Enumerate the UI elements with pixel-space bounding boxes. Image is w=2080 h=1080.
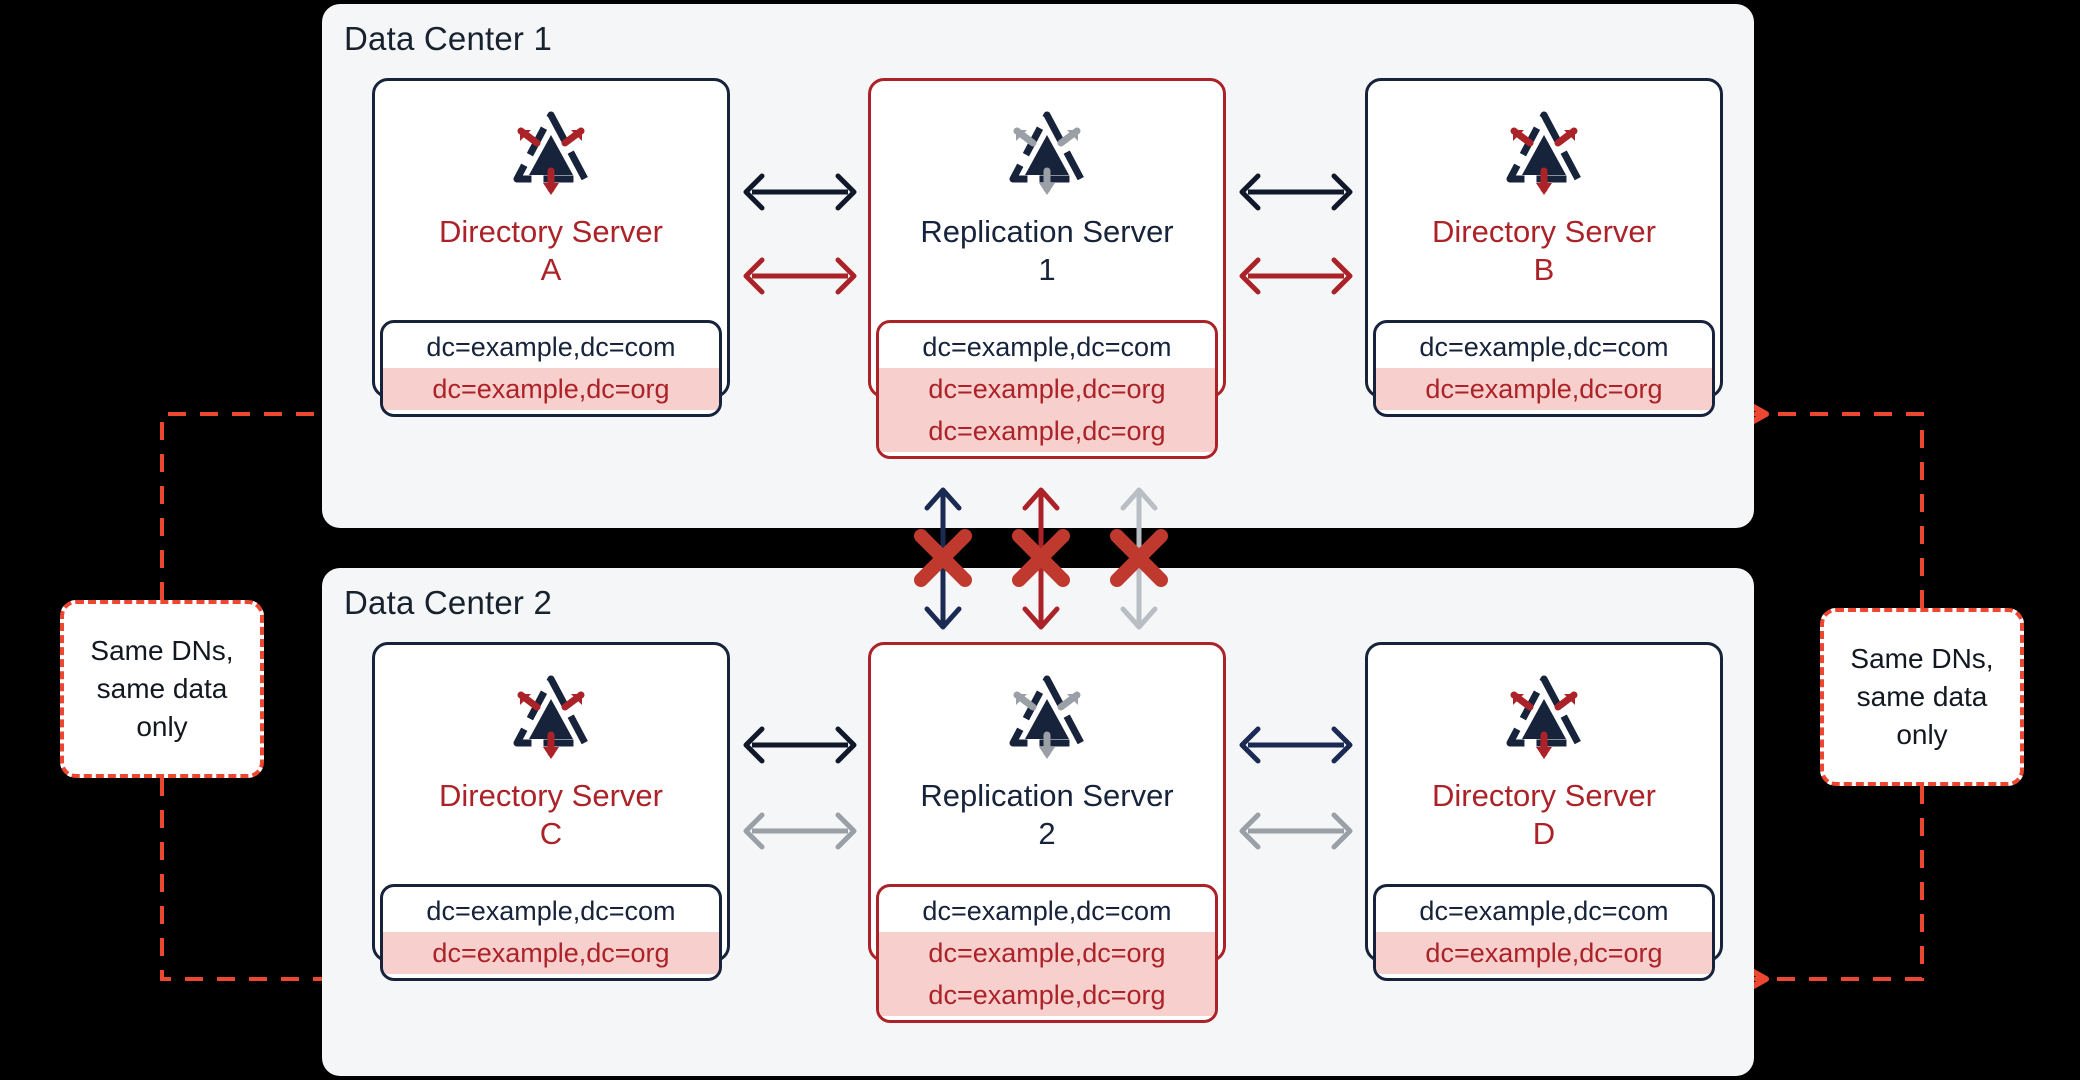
suffix-list-directory-server-d: dc=example,dc=com dc=example,dc=org	[1373, 884, 1715, 981]
note-same-dns-right: Same DNs, same data only	[1820, 608, 2024, 786]
data-center-1-panel: Data Center 1 Directory Server A	[322, 4, 1754, 528]
suffix-item: dc=example,dc=com	[922, 896, 1172, 926]
suffix-item: dc=example,dc=com	[426, 332, 676, 362]
suffix-list-replication-server-1: dc=example,dc=com dc=example,dc=org dc=e…	[876, 320, 1218, 459]
suffix-item: dc=example,dc=com	[922, 332, 1172, 362]
replication-triangle-icon	[1496, 109, 1592, 195]
server-name-replication-server-1: Replication Server 1	[920, 214, 1174, 287]
suffix-item: dc=example,dc=com	[426, 896, 676, 926]
data-center-1-title: Data Center 1	[344, 20, 553, 57]
replication-triangle-icon	[1496, 673, 1592, 759]
replication-triangle-icon	[999, 673, 1095, 759]
suffix-item-highlighted: dc=example,dc=org	[383, 932, 719, 974]
suffix-item: dc=example,dc=com	[1419, 332, 1669, 362]
server-name-directory-server-d: Directory Server D	[1432, 778, 1656, 851]
suffix-list-directory-server-c: dc=example,dc=com dc=example,dc=org	[380, 884, 722, 981]
replication-triangle-icon	[999, 109, 1095, 195]
server-name-directory-server-b: Directory Server B	[1432, 214, 1656, 287]
suffix-list-directory-server-b: dc=example,dc=com dc=example,dc=org	[1373, 320, 1715, 417]
suffix-list-replication-server-2: dc=example,dc=com dc=example,dc=org dc=e…	[876, 884, 1218, 1023]
replication-triangle-icon	[503, 109, 599, 195]
suffix-item-highlighted: dc=example,dc=org	[1376, 932, 1712, 974]
server-name-directory-server-c: Directory Server C	[439, 778, 663, 851]
suffix-item-highlighted: dc=example,dc=org	[879, 368, 1215, 410]
suffix-list-directory-server-a: dc=example,dc=com dc=example,dc=org	[380, 320, 722, 417]
suffix-item-highlighted: dc=example,dc=org	[879, 410, 1215, 452]
server-name-directory-server-a: Directory Server A	[439, 214, 663, 287]
server-name-replication-server-2: Replication Server 2	[920, 778, 1174, 851]
note-text: Same DNs, same data only	[90, 635, 234, 742]
replication-triangle-icon	[503, 673, 599, 759]
suffix-item: dc=example,dc=com	[1419, 896, 1669, 926]
data-center-2-panel: Data Center 2 Directory Server C	[322, 568, 1754, 1076]
suffix-item-highlighted: dc=example,dc=org	[879, 932, 1215, 974]
suffix-item-highlighted: dc=example,dc=org	[1376, 368, 1712, 410]
suffix-item-highlighted: dc=example,dc=org	[879, 974, 1215, 1016]
suffix-item-highlighted: dc=example,dc=org	[383, 368, 719, 410]
note-same-dns-left: Same DNs, same data only	[60, 600, 264, 778]
data-center-2-title: Data Center 2	[344, 584, 553, 621]
note-text: Same DNs, same data only	[1850, 643, 1994, 750]
